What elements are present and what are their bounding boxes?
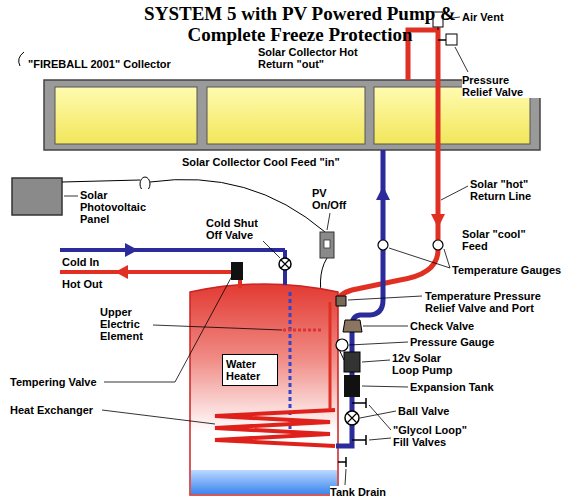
pv-panel-part [320, 232, 334, 258]
solar-loop-part [438, 27, 439, 30]
pipe-label: Solar Collector Cool Feed "in" [182, 156, 340, 168]
valve-label: Cold Shut Off Valve [206, 217, 270, 241]
drain-label: Tank Drain [330, 486, 386, 498]
valve-label: "Glycol Loop" Fill Valves [393, 424, 473, 448]
tank-part [215, 410, 335, 446]
valve-label: Check Valve [410, 320, 474, 332]
leader-lines-part [102, 410, 215, 424]
leader-lines-part [455, 47, 468, 72]
tank-part [283, 329, 322, 332]
solar-loop-part [433, 240, 443, 250]
pipe-label: Hot Out [62, 278, 102, 290]
solar-loop-part [344, 375, 360, 397]
leader-lines-part [153, 325, 282, 330]
domestic-pipes-part [60, 270, 240, 274]
valve-label: Pressure Relief Valve [462, 74, 542, 98]
pv-panel-part [324, 240, 330, 248]
pipe-label: Solar "cool" Feed [462, 228, 534, 252]
leader-lines-part [327, 213, 330, 230]
tank-part [289, 292, 292, 430]
exchanger-label: Heat Exchanger [10, 404, 93, 416]
domestic-pipes-part [115, 265, 128, 279]
collector-label: "FIREBALL 2001" Collector [28, 58, 171, 70]
leader-lines-part [64, 196, 78, 197]
vent-label: Air Vent [462, 11, 504, 23]
pipe-label: Solar "hot" Return Line [470, 178, 552, 202]
solar-loop-part [376, 186, 390, 200]
domestic-pipes-part [281, 260, 289, 268]
panel-label: Solar Photovoltaic Panel [80, 189, 172, 225]
pipe-label: Solar Collector Hot Return "out" [258, 46, 376, 70]
element-label: Upper Electric Element [100, 306, 152, 342]
label-box: Water Heater [222, 354, 278, 386]
solar-loop [330, 12, 457, 467]
solar-loop-part [343, 320, 362, 332]
pump-label: 12v Solar Loop Pump [392, 352, 462, 376]
solar-loop-part [347, 413, 357, 423]
leader-lines [64, 17, 468, 485]
solar-loop-part [378, 240, 388, 250]
valve-label: Temperature Pressure Relief Valve and Po… [425, 290, 565, 314]
solar-loop-part [336, 339, 348, 351]
tank-label: Expansion Tank [410, 381, 494, 393]
solar-loop-part [431, 214, 445, 228]
leader-lines-part [348, 296, 422, 300]
leader-lines-part [444, 249, 450, 268]
leader-lines-part [362, 360, 390, 362]
collector-part [207, 87, 365, 144]
tank-part [191, 470, 337, 494]
collector-part [19, 52, 24, 66]
solar-loop-part [446, 34, 457, 45]
tank [190, 284, 338, 495]
solar-loop-part [338, 457, 346, 467]
domestic-pipes-part [231, 262, 243, 280]
solar-loop-part [336, 296, 346, 306]
domestic-pipes-part [60, 248, 285, 252]
leader-lines-part [369, 438, 391, 440]
collector-part [55, 87, 197, 144]
leader-lines-part [363, 326, 408, 327]
pv-panel-part [62, 180, 140, 182]
gauge-label: Pressure Gauge [410, 336, 494, 348]
leader-lines-part [360, 411, 396, 418]
domestic-pipes-part [279, 258, 291, 270]
box-text: Water Heater [226, 358, 274, 382]
solar-loop-part [329, 302, 332, 410]
leader-lines-part [345, 469, 346, 485]
domestic-pipes-part [125, 243, 138, 257]
leader-lines-part [349, 342, 408, 345]
solar-loop-part [345, 411, 359, 425]
pipe-label: Cold In [62, 256, 99, 268]
gauge-label: Temperature Gauges [452, 264, 561, 276]
solar-loop-part [344, 352, 360, 372]
valve-label: Tempering Valve [10, 376, 97, 388]
leader-lines-part [389, 248, 450, 268]
leader-lines-part [369, 405, 391, 430]
switch-label: PV On/Off [312, 187, 354, 211]
solar-loop-part [352, 398, 366, 445]
leader-lines-part [262, 240, 280, 258]
pv-panel-part [12, 178, 62, 215]
diagram-title: SYSTEM 5 with PV Powered Pump & Complete… [125, 3, 475, 45]
leader-lines-part [441, 186, 468, 200]
valve-label: Ball Valve [398, 405, 449, 417]
solar-loop-part [338, 30, 438, 302]
tank-part [190, 284, 338, 495]
leader-lines-part [362, 386, 408, 387]
